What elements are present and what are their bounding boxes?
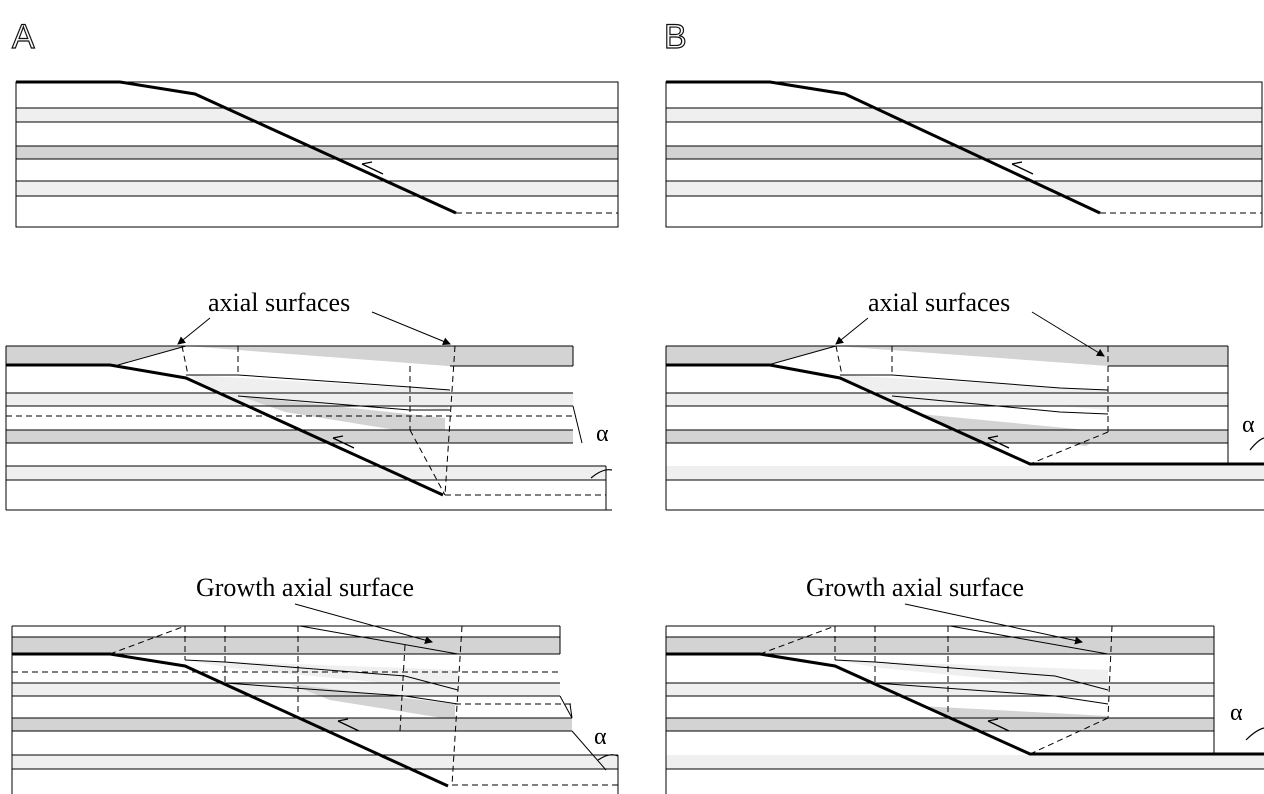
axial-surface-leader — [371, 311, 451, 346]
axial-surfaces-label: axial surfaces — [868, 288, 1010, 317]
thrust-fault — [6, 363, 444, 497]
slip-direction-symbol — [987, 718, 1010, 732]
interlimb-angle-arc — [1245, 727, 1264, 741]
slip-direction-symbol — [332, 435, 355, 449]
panel-b-initial-section — [665, 80, 1263, 228]
thrust-fault — [12, 652, 449, 788]
axial-surface-leader — [1031, 311, 1105, 357]
interlimb-angle-arc — [1249, 437, 1264, 451]
slip-direction-symbol — [337, 718, 360, 732]
axial-surfaces-label: axial surfaces — [208, 288, 350, 317]
panel-label-b: B — [664, 18, 687, 56]
slip-direction-symbol — [361, 161, 384, 175]
panel-b-fault-bend-fold: α axial surfaces — [665, 288, 1264, 511]
growth-axial-surface-leader — [904, 603, 1083, 645]
panel-label-a: A — [12, 18, 35, 56]
alpha-label: α — [1242, 412, 1255, 438]
growth-axial-surface-label: Growth axial surface — [806, 573, 1024, 602]
panel-b: B — [663, 17, 1264, 794]
slip-direction-symbol — [987, 435, 1010, 449]
panel-b-growth-fold: α Growth axial surface — [665, 573, 1264, 794]
growth-axial-surface-label: Growth axial surface — [196, 573, 414, 602]
thrust-fault — [666, 80, 1101, 215]
panel-a-initial-section — [15, 80, 619, 228]
axial-surface-leader — [835, 317, 869, 345]
axial-surface-leader — [177, 317, 211, 345]
panel-a-growth-fold: α Growth axial surface — [11, 573, 619, 794]
panel-a: A — [5, 17, 619, 794]
interlimb-angle-arc — [590, 469, 613, 479]
panel-a-fault-bend-fold: α axial surfaces — [5, 288, 613, 511]
thrust-fault — [666, 363, 1264, 466]
interlimb-angle-arc — [597, 754, 619, 761]
thrust-fault — [16, 80, 457, 215]
growth-axial-surface-leader — [294, 603, 433, 644]
alpha-label: α — [594, 724, 607, 750]
slip-direction-symbol — [1011, 161, 1034, 175]
alpha-label: α — [1230, 700, 1243, 726]
alpha-label: α — [596, 421, 609, 447]
thrust-fault — [666, 652, 1264, 756]
